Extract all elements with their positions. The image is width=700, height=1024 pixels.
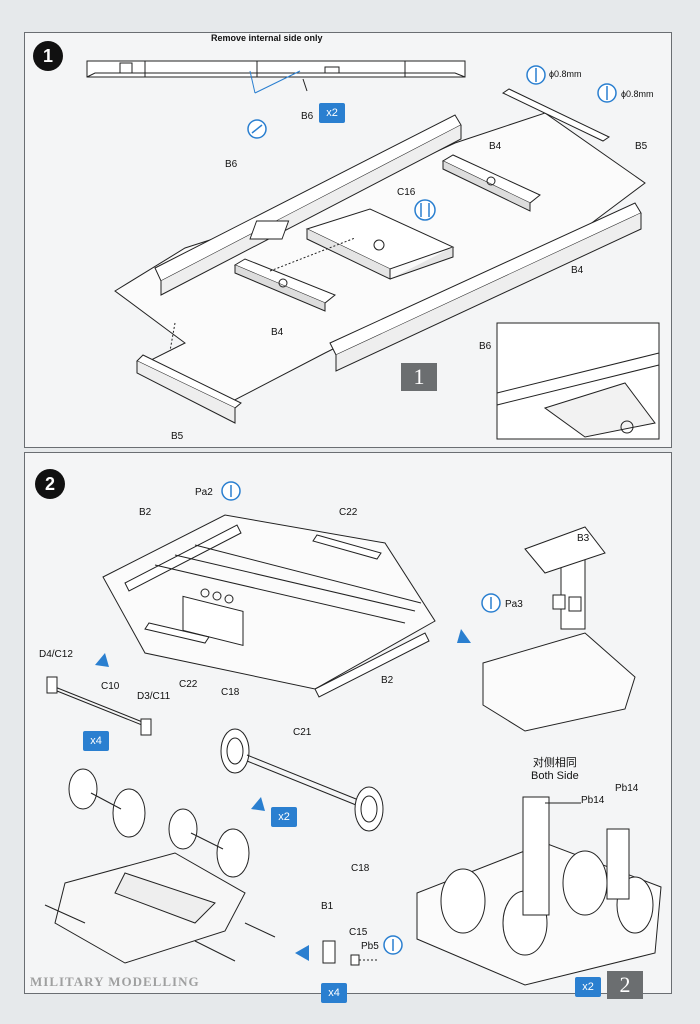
part-pa3: Pa3 <box>505 599 523 610</box>
qty-wheel-badge: x2 <box>271 807 297 827</box>
part-d4-c12: D4/C12 <box>39 649 73 660</box>
part-pb5: Pb5 <box>361 941 379 952</box>
part-d3-c11: D3/C11 <box>137 691 171 702</box>
both-side-cn: 对侧相同 <box>532 757 577 769</box>
part-pb14-a: Pb14 <box>581 795 605 806</box>
step-box-2: 2 <box>607 971 643 999</box>
part-c22-bottom: C22 <box>179 679 198 690</box>
part-pa2: Pa2 <box>195 487 213 498</box>
assembly-arrow-icon <box>95 653 109 667</box>
part-c10: C10 <box>101 681 120 692</box>
drill-size-a: ϕ0.8mm <box>549 69 582 79</box>
part-b4-bottom: B4 <box>271 327 284 338</box>
qty-x2-badge: x2 <box>319 103 345 123</box>
flip-side-icon <box>414 199 436 221</box>
part-b6-top: B6 <box>301 111 314 122</box>
drill-size-b: ϕ0.8mm <box>621 89 654 99</box>
both-side-en: Both Side <box>531 770 579 782</box>
part-c18-bottom: C18 <box>351 863 370 874</box>
step-1-badge: 1 <box>33 41 63 71</box>
part-c16: C16 <box>397 187 416 198</box>
part-b2-top: B2 <box>139 507 152 518</box>
part-b2-bottom: B2 <box>381 675 394 686</box>
part-c22-top: C22 <box>339 507 358 518</box>
step-box-1: 1 <box>401 363 437 391</box>
step-1-drawing <box>86 60 660 440</box>
step-2-badge: 2 <box>35 469 65 499</box>
part-pb14-b: Pb14 <box>615 783 639 794</box>
part-b3: B3 <box>577 533 590 544</box>
part-b6-left: B6 <box>225 159 238 170</box>
remove-internal-note: Remove internal side only <box>211 33 323 43</box>
step-1-panel: 1 Remove internal side only x2 1 ϕ0.8mm … <box>24 32 672 448</box>
part-b5-right: B5 <box>635 141 648 152</box>
part-b6-right: B6 <box>479 341 492 352</box>
qty-axle-badge: x4 <box>83 731 109 751</box>
step-2-drawing <box>44 481 662 986</box>
watermark-logo: MILITARY MODELLING <box>30 974 200 989</box>
qty-bottom-left-badge: x4 <box>321 983 347 1003</box>
part-b1: B1 <box>321 901 334 912</box>
part-b5-left: B5 <box>171 431 184 442</box>
part-b4-right: B4 <box>571 265 584 276</box>
qty-bottom-right-badge: x2 <box>575 977 601 997</box>
step-2-panel: 2 2 对侧相同 Both Side x4 x2 x4 x2 Pa2 B2 C2… <box>24 452 672 1003</box>
both-side-note: 对侧相同 Both Side <box>531 757 579 783</box>
part-c15: C15 <box>349 927 368 938</box>
part-b4-top: B4 <box>489 141 502 152</box>
part-c21: C21 <box>293 727 312 738</box>
part-c18-top: C18 <box>221 687 240 698</box>
